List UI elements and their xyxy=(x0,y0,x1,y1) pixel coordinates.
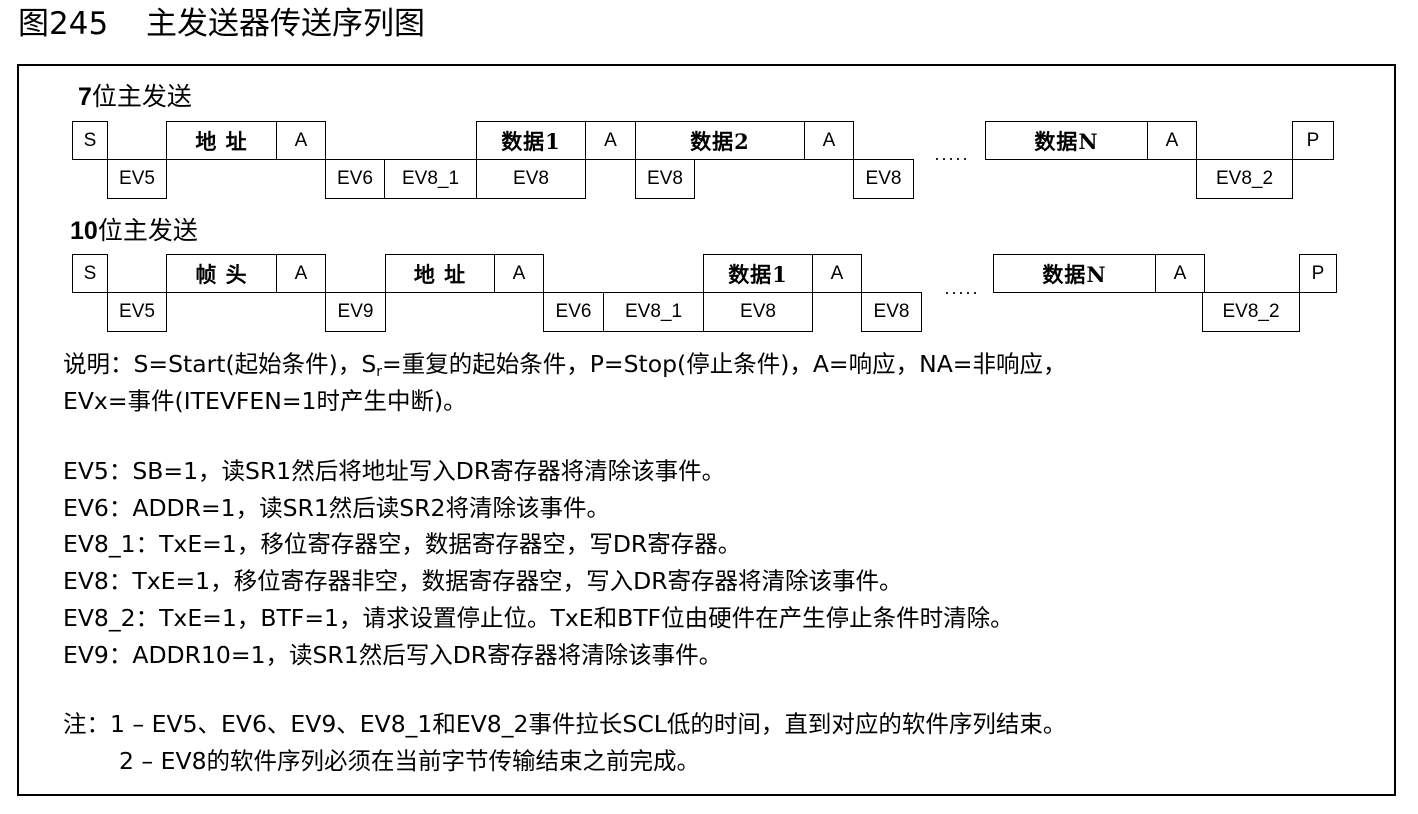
seq10-title: 10位主发送 xyxy=(70,216,198,246)
seq10-stop: P xyxy=(1299,254,1337,293)
seq10-ack: A xyxy=(494,254,544,293)
seq10-ev6: EV6 xyxy=(543,292,604,332)
seq7-ev8: EV8 xyxy=(635,159,695,199)
seq7-title-num: 7 xyxy=(78,83,92,111)
seq7-ev8: EV8 xyxy=(476,159,586,199)
seq7-ack: A xyxy=(276,121,326,160)
event-ev8-2: EV8_2：TxE=1，BTF=1，请求设置停止位。TxE和BTF位由硬件在产生… xyxy=(63,604,1014,632)
event-ev9: EV9：ADDR10=1，读SR1然后写入DR寄存器将清除该事件。 xyxy=(63,641,723,669)
seq10-ack: A xyxy=(1155,254,1205,293)
seq10-dataN: 数据N xyxy=(993,254,1156,293)
event-ev5: EV5：SB=1，读SR1然后将地址写入DR寄存器将清除该事件。 xyxy=(63,457,726,485)
seq10-title-num: 10 xyxy=(70,217,98,245)
seq10-title-text: 位主发送 xyxy=(97,216,198,245)
diagram-frame xyxy=(17,64,1396,796)
seq7-ev8: EV8 xyxy=(853,159,914,199)
seq10-ev8-2: EV8_2 xyxy=(1202,292,1300,332)
seq7-stop: P xyxy=(1292,121,1334,160)
seq7-dataN: 数据N xyxy=(985,121,1148,160)
legend-line-1: 说明：S=Start(起始条件)，Sr=重复的起始条件，P=Stop(停止条件)… xyxy=(63,350,1067,380)
seq10-ev8: EV8 xyxy=(703,292,813,332)
seq7-ev8-1: EV8_1 xyxy=(384,159,477,199)
seq10-header: 帧 头 xyxy=(166,254,277,293)
seq7-ev5: EV5 xyxy=(107,159,167,199)
event-ev8-1: EV8_1：TxE=1，移位寄存器空，数据寄存器空，写DR寄存器。 xyxy=(63,530,742,558)
figure-number: 图245 xyxy=(18,6,109,42)
legend-subscript: r xyxy=(376,364,383,380)
seq7-title: 7位主发送 xyxy=(78,82,192,112)
seq7-ev8-2: EV8_2 xyxy=(1196,159,1293,199)
note-2: 2 – EV8的软件序列必须在当前字节传输结束之前完成。 xyxy=(119,747,701,775)
seq10-ack: A xyxy=(276,254,326,293)
event-ev8: EV8：TxE=1，移位寄存器非空，数据寄存器空，写入DR寄存器将清除该事件。 xyxy=(63,567,903,595)
seq10-data1: 数据1 xyxy=(703,254,813,293)
event-ev6: EV6：ADDR=1，读SR1然后读SR2将清除该事件。 xyxy=(63,494,611,522)
seq7-address: 地 址 xyxy=(166,121,277,160)
seq10-ev5: EV5 xyxy=(107,292,167,332)
seq7-data2: 数据2 xyxy=(635,121,805,160)
seq7-ack: A xyxy=(585,121,636,160)
seq7-ev6: EV6 xyxy=(325,159,385,199)
seq10-ev9: EV9 xyxy=(325,292,386,332)
seq7-data1: 数据1 xyxy=(476,121,586,160)
seq7-ack: A xyxy=(1147,121,1197,160)
seq10-ellipsis: ····· xyxy=(944,282,979,302)
seq7-ack: A xyxy=(804,121,854,160)
note-1: 注：1 – EV5、EV6、EV9、EV8_1和EV8_2事件拉长SCL低的时间… xyxy=(63,710,1067,738)
seq10-start: S xyxy=(72,254,108,293)
figure-title: 图245 主发送器传送序列图 xyxy=(18,4,425,44)
seq10-ev8: EV8 xyxy=(861,292,922,332)
seq7-ellipsis: ····· xyxy=(934,148,969,168)
seq10-address: 地 址 xyxy=(385,254,495,293)
seq10-ack: A xyxy=(812,254,862,293)
figure-caption: 主发送器传送序列图 xyxy=(146,6,425,42)
legend-line-2: EVx=事件(ITEVFEN=1时产生中断)。 xyxy=(63,387,467,415)
seq7-title-text: 位主发送 xyxy=(91,82,192,111)
seq10-ev8-1: EV8_1 xyxy=(603,292,704,332)
seq7-start: S xyxy=(72,121,108,160)
